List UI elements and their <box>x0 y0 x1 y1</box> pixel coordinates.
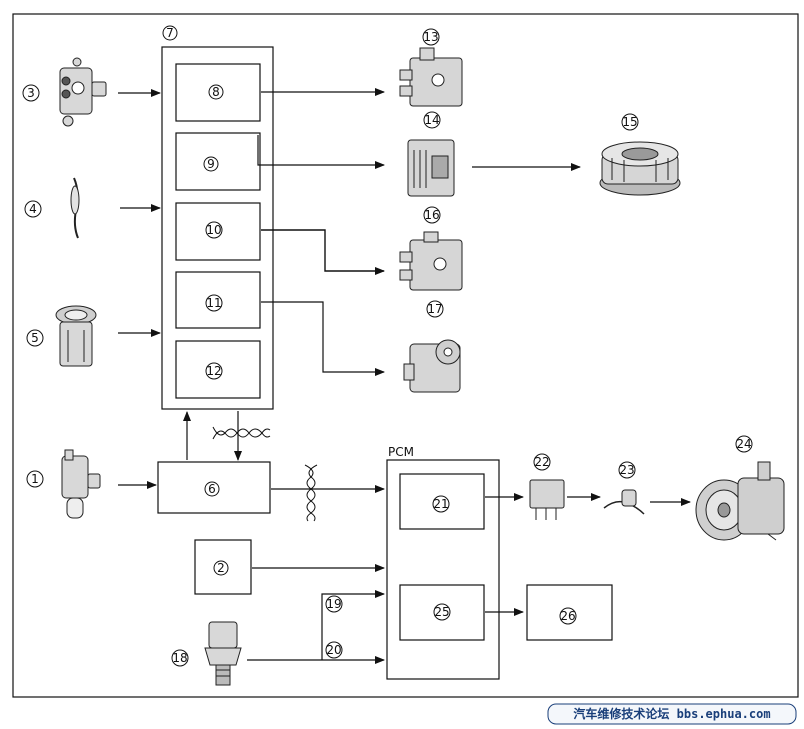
block-25: 25 <box>399 584 485 641</box>
block-11: 11 <box>175 271 261 329</box>
component-22-relay-icon <box>529 479 565 520</box>
callout-18: 18 <box>172 651 187 665</box>
arrow-10-to-16 <box>261 229 385 275</box>
component-13-actuator-icon <box>399 47 463 107</box>
callout-17: 17 <box>427 302 442 316</box>
callout-10: 10 <box>206 223 221 237</box>
component-5-sensor-icon <box>55 305 97 367</box>
callout-19: 19 <box>326 597 341 611</box>
block-12: 12 <box>175 340 261 399</box>
watermark-text: 汽车维修技术论坛 bbs.ephua.com <box>573 706 770 721</box>
arrow-11-to-17 <box>261 301 385 376</box>
callout-22: 22 <box>534 455 549 469</box>
twisted-pair-can-2 <box>304 464 318 522</box>
component-3-sensor-icon <box>59 57 107 127</box>
callout-19-group: 19 <box>325 595 343 613</box>
watermark: 汽车维修技术论坛 bbs.ephua.com <box>547 703 797 725</box>
component-23-connector-icon <box>603 489 645 515</box>
callout-13: 13 <box>423 30 438 44</box>
pcm-label: PCM <box>388 445 414 459</box>
arrow-9-to-14 <box>257 135 385 169</box>
callout-7: 7 <box>166 26 174 40</box>
callout-1: 1 <box>31 472 39 486</box>
callout-26: 26 <box>560 609 575 623</box>
block-6: 6 <box>157 461 271 514</box>
component-15-blower-icon <box>599 141 681 196</box>
component-4-probe-icon <box>70 177 80 239</box>
callout-14: 14 <box>424 113 439 127</box>
component-1-sensor-icon <box>61 449 101 519</box>
component-18-pressure-switch-icon <box>204 621 242 686</box>
twisted-pair-can-1 <box>212 426 271 440</box>
callout-23: 23 <box>619 463 634 477</box>
callout-24: 24 <box>736 437 751 451</box>
component-24-compressor-icon <box>695 461 785 541</box>
callout-3: 3 <box>27 86 35 100</box>
callout-5: 5 <box>31 331 39 345</box>
callout-20-group: 20 <box>325 641 343 659</box>
block-9: 9 <box>175 132 261 191</box>
callout-6: 6 <box>208 482 216 496</box>
callout-8: 8 <box>212 85 220 99</box>
component-16-actuator-icon <box>399 231 463 291</box>
control-unit-7: 7 <box>161 25 274 410</box>
pcm-module: PCM <box>386 445 500 680</box>
callout-12: 12 <box>206 364 221 378</box>
callout-16: 16 <box>424 208 439 222</box>
arrow-18-to-pcm-19 <box>321 590 385 660</box>
block-2: 2 <box>194 539 252 595</box>
callout-2: 2 <box>217 561 225 575</box>
callout-9: 9 <box>207 157 215 171</box>
diagram-frame <box>12 13 799 698</box>
callout-25: 25 <box>434 605 449 619</box>
block-8: 8 <box>175 63 261 122</box>
callout-4: 4 <box>29 202 37 216</box>
block-21: 21 <box>399 473 485 530</box>
component-17-actuator-icon <box>403 339 461 393</box>
callout-11: 11 <box>206 296 221 310</box>
component-14-resistor-icon <box>407 139 455 197</box>
block-10: 10 <box>175 202 261 261</box>
callout-21: 21 <box>433 497 448 511</box>
callout-20: 20 <box>326 643 341 657</box>
callout-15: 15 <box>622 115 637 129</box>
block-26: 26 <box>526 584 613 641</box>
